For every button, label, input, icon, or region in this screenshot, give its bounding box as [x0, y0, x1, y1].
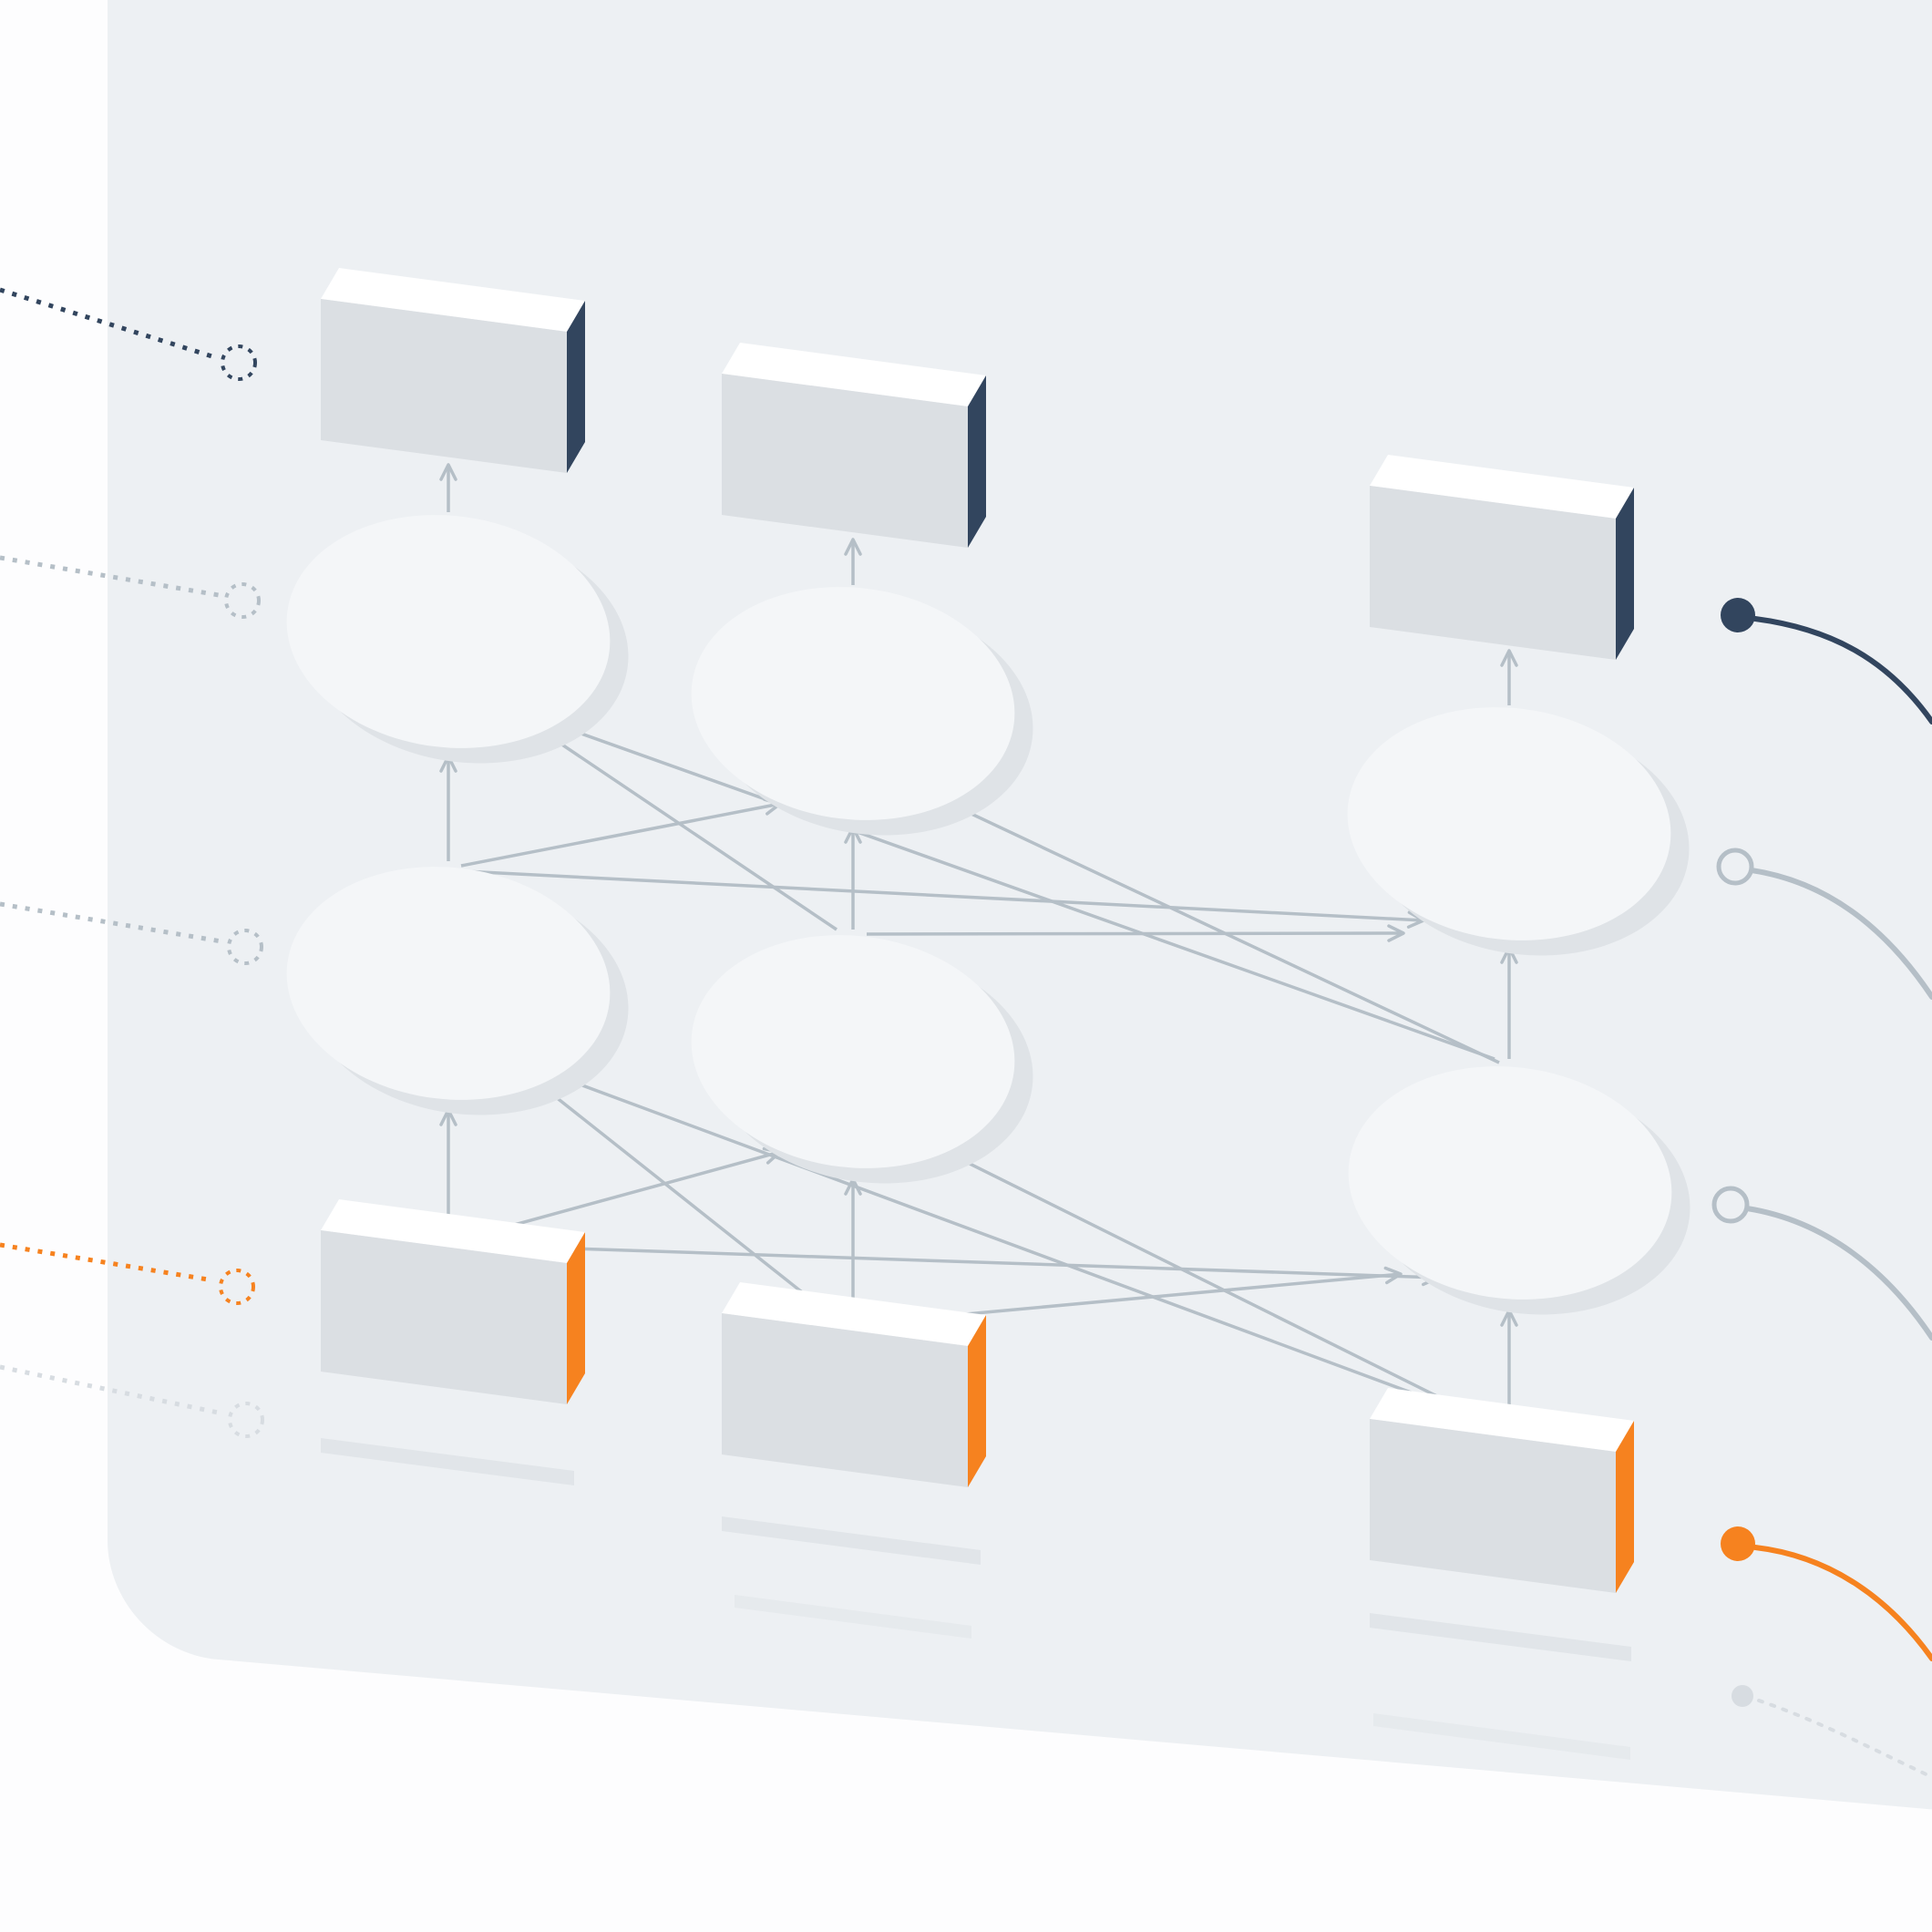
- left-connector-2: [0, 555, 261, 619]
- dashed-ring: [219, 1269, 255, 1305]
- connector-ring: [1711, 1186, 1750, 1224]
- box-side-face: [1616, 488, 1634, 660]
- node-face: [691, 935, 1015, 1168]
- box-top-face: [1370, 1388, 1634, 1452]
- connector-curve: [1752, 616, 1932, 724]
- hidden2-node-1: [286, 515, 629, 764]
- connector-dot: [1721, 598, 1755, 632]
- box-front-face: [1370, 486, 1616, 660]
- box-front-face: [1370, 1419, 1616, 1593]
- connection-arrow: [940, 797, 1500, 1064]
- right-connector-2: [1716, 848, 1932, 1000]
- connection-arrow: [463, 869, 1425, 929]
- hidden2-node-3: [1347, 707, 1690, 956]
- input-box-1: [321, 1199, 585, 1404]
- right-connector-3: [1711, 1186, 1932, 1341]
- box-side-face: [968, 375, 986, 548]
- connector-curve: [1757, 1699, 1932, 1779]
- left-connector-4: [0, 1242, 255, 1305]
- background-panel: [108, 0, 1932, 1932]
- left-connector-3: [0, 901, 263, 965]
- box-top-face: [722, 1282, 986, 1346]
- output-box-3: [1370, 455, 1634, 660]
- connection-arrow: [536, 726, 838, 931]
- node-face: [286, 867, 611, 1100]
- connector-curve: [1752, 1545, 1932, 1661]
- box-top-face: [722, 343, 986, 406]
- left-connector-1: [0, 287, 257, 381]
- right-connector-5: [1732, 1685, 1932, 1779]
- connector-curve: [1749, 868, 1932, 1000]
- box-front-face: [722, 1313, 968, 1487]
- left-connector-5: [0, 1364, 264, 1438]
- dashed-ring: [227, 929, 263, 965]
- box-side-face: [567, 301, 585, 473]
- node-face: [1348, 1066, 1672, 1300]
- shadow-bar: [735, 1595, 971, 1639]
- node-face: [286, 515, 611, 748]
- connector-dot: [1721, 1526, 1755, 1561]
- box-side-face: [968, 1315, 986, 1487]
- dashed-ring: [224, 582, 261, 619]
- box-top-face: [1370, 455, 1634, 519]
- shadow-bar: [1373, 1713, 1630, 1760]
- connection-arrow: [463, 1243, 1440, 1287]
- dashed-lead-line: [0, 1242, 214, 1283]
- node-face: [691, 587, 1015, 820]
- shadow-bar: [321, 1438, 574, 1485]
- right-connector-1: [1721, 598, 1932, 724]
- connection-arrow: [866, 924, 1405, 942]
- shadow-bar: [722, 1516, 981, 1565]
- box-top-face: [321, 1199, 585, 1263]
- box-front-face: [321, 299, 567, 473]
- output-box-1: [321, 268, 585, 473]
- hidden1-node-1: [286, 867, 629, 1115]
- connection-arrow: [549, 719, 1495, 1061]
- connection-arrow: [549, 1070, 1495, 1425]
- connector-ring: [1716, 848, 1754, 886]
- connector-dot: [1732, 1685, 1753, 1707]
- dashed-ring: [221, 344, 257, 381]
- connection-arrow: [940, 1148, 1500, 1429]
- connection-arrows: [439, 463, 1518, 1429]
- hidden2-node-2: [691, 587, 1033, 836]
- dashed-ring: [228, 1402, 264, 1438]
- box-side-face: [567, 1232, 585, 1404]
- input-box-2: [722, 1282, 986, 1487]
- right-connector-4: [1721, 1526, 1932, 1661]
- box-front-face: [321, 1230, 567, 1404]
- hidden1-node-3: [1348, 1066, 1690, 1315]
- shadow-bar: [1370, 1613, 1631, 1661]
- node-face: [1347, 707, 1671, 940]
- connection-arrow: [460, 797, 782, 868]
- hidden1-node-2: [691, 935, 1033, 1184]
- box-side-face: [1616, 1421, 1634, 1593]
- output-box-2: [722, 343, 986, 548]
- connection-arrow: [536, 1081, 838, 1321]
- box-front-face: [722, 374, 968, 548]
- input-box-3: [1370, 1388, 1634, 1593]
- connector-curve: [1744, 1206, 1932, 1341]
- box-top-face: [321, 268, 585, 332]
